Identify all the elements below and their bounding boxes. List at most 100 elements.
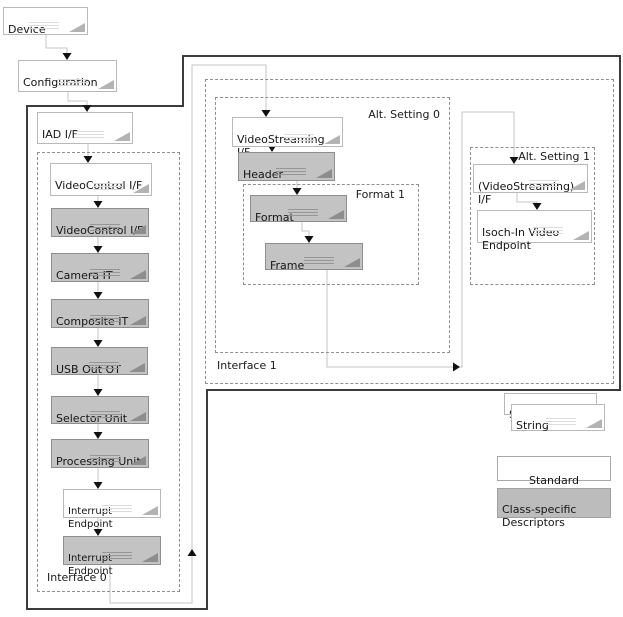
region-interface1: Interface 1 [205,79,614,384]
folded-corner-icon [130,225,146,234]
legend-class-specific-descriptors: Class-specific Descriptors [497,488,611,529]
region-alt-setting-1-label: Alt. Setting 1 [518,150,590,163]
node-composite-it: Composite IT [51,299,149,328]
region-alt-setting-1: Alt. Setting 1 [470,147,595,285]
folded-corner-icon [344,258,360,267]
node-iad-if-label: IAD I/F [42,128,79,141]
connector-lines [45,35,538,604]
document-lines-icon [304,257,334,266]
node-interrupt-endpoint-standard-label: Interrupt Endpoint [68,506,113,530]
arrow-down-icon [93,246,103,253]
node-selector-unit: Selector Unit [51,396,149,425]
folded-corner-icon [324,135,340,144]
folded-corner-icon [569,181,585,190]
arrow-down-icon [93,389,103,396]
document-lines-icon [533,227,563,236]
arrow-down-icon [532,203,542,210]
folded-corner-icon [114,132,130,141]
arrow-down-icon [93,482,103,489]
node-interrupt-endpoint-class-label: Interrupt Endpoint [68,553,113,577]
arrow-down-icon [83,156,93,163]
document-lines-icon [284,134,314,143]
region-interface0-label: Interface 0 [47,571,107,584]
legend-class-specific-descriptors-label: Class-specific Descriptors [502,503,577,529]
arrow-up-icon [187,549,197,556]
node-interrupt-endpoint-class: Interrupt Endpoint [63,536,161,577]
arrow-down-icon [93,340,103,347]
document-lines-icon [529,180,559,189]
node-string-front: String [511,404,605,432]
node-processing-unit: Processing Unit [51,439,149,468]
region-alt-setting-0: Alt. Setting 0 [215,97,450,353]
arrow-down-icon [62,53,72,60]
arrow-down-icon [93,292,103,299]
node-format: Format [250,195,347,224]
folded-corner-icon [130,456,146,465]
folded-corner-icon [133,184,149,193]
node-configuration: Configuration [18,60,117,92]
node-header: Header [238,152,335,181]
folded-corner-icon [130,270,146,279]
arrow-down-icon [509,157,519,164]
folded-corner-icon [316,169,332,178]
node-string-front-label: String [516,419,549,432]
arrowheads [62,53,542,556]
interface0-to-interface1-connector [109,64,267,604]
document-lines-icon [102,505,132,514]
document-lines-icon [89,362,119,371]
folded-corner-icon [328,210,344,219]
document-lines-icon [90,315,120,324]
arrow-down-icon [261,110,271,117]
folded-corner-icon [130,316,146,325]
altsetting0-to-altsetting1-connector [326,111,515,368]
node-videostreaming-if-alt1: (VideoStreaming) I/F [473,164,588,206]
region-interface0: Interface 0 [37,152,180,592]
folded-corner-icon [586,419,602,428]
arrow-right-icon [453,362,460,372]
arrow-down-icon [93,201,103,208]
folded-corner-icon [69,23,85,32]
folded-corner-icon [129,363,145,372]
arrow-down-icon [93,432,103,439]
folded-corner-icon [98,80,114,89]
document-lines-icon [90,269,120,278]
folded-corner-icon [130,412,146,421]
document-lines-icon [90,224,120,233]
folded-corner-icon [573,231,589,240]
node-header-label: Header [243,168,284,181]
document-lines-icon [93,183,123,192]
legend-standard-descriptors: Standard Descriptors [497,456,611,500]
document-lines-icon [29,22,59,31]
node-usb-out-ot: USB Out OT [51,347,148,376]
arrow-down-icon [82,105,92,112]
region-interface1-label: Interface 1 [217,359,277,372]
document-lines-icon [90,411,120,420]
node-frame: Frame [265,243,363,272]
arrow-down-icon [304,236,314,243]
region-format1-label: Format 1 [355,188,405,201]
node-isoch-in-video-endpoint: Isoch-In Video Endpoint [477,210,592,252]
region-format1: Format 1 [243,184,419,285]
node-videostreaming-if: VideoStreaming I/F [232,117,343,159]
document-lines-icon [90,455,120,464]
node-videocontrol-if-class: VideoControl I/F [51,208,149,237]
region-alt-setting-0-label: Alt. Setting 0 [368,108,440,121]
node-device: Device [3,7,88,36]
document-lines-icon [276,168,306,177]
node-interrupt-endpoint-standard: Interrupt Endpoint [63,489,161,530]
document-lines-icon [74,131,104,140]
node-frame-label: Frame [270,259,305,272]
node-camera-it: Camera IT [51,253,149,282]
folded-corner-icon [142,506,158,515]
node-iad-if: IAD I/F [37,112,133,144]
document-lines-icon [58,79,88,88]
arrow-down-icon [292,188,302,195]
document-lines-icon [288,209,318,218]
video-interface-collection-outline [26,55,621,610]
document-lines-icon [546,418,576,427]
node-format-label: Format [255,211,294,224]
arrow-down-icon [93,529,103,536]
node-videocontrol-if-standard: VideoControl I/F [50,163,152,196]
